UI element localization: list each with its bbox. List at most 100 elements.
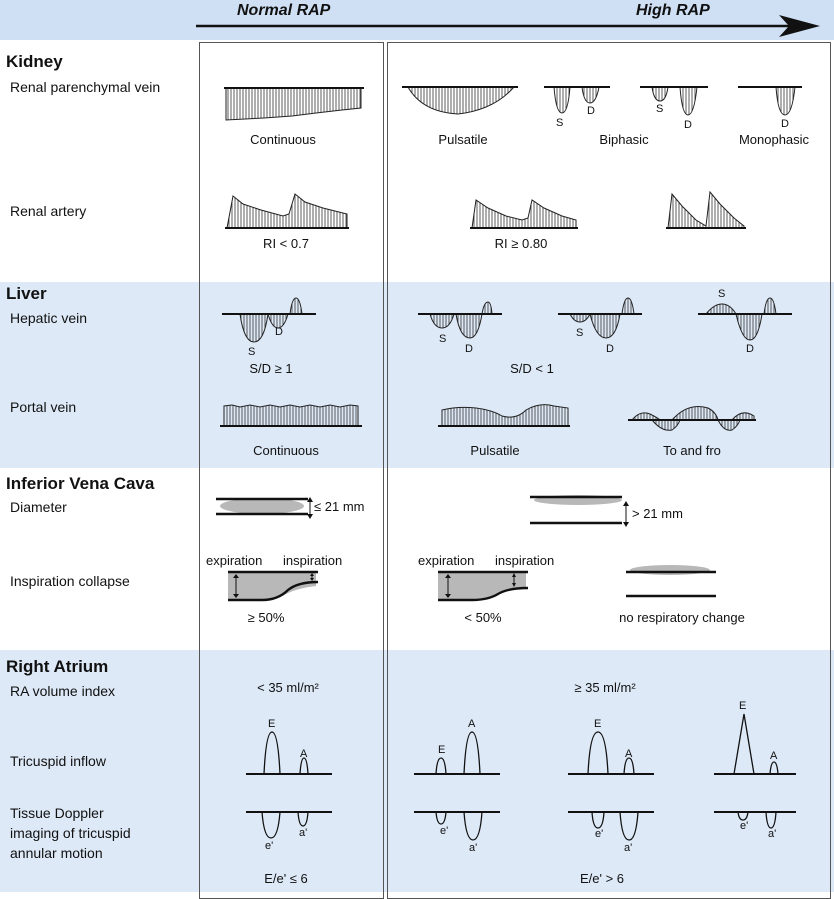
ivc-diameter-normal: ≤ 21 mm: [314, 499, 365, 514]
hepatic-high-3-s-label: S: [718, 288, 726, 300]
renal-vein-pulsatile-label: Pulsatile: [438, 132, 488, 147]
normal-inspiration-label: inspiration: [283, 553, 343, 568]
renal-vein-biphasic-wave-2: [640, 86, 708, 116]
renal-vein-biphasic-label: Biphasic: [599, 132, 649, 147]
normal-rap-label: Normal RAP: [237, 2, 331, 19]
ivc-normal-diameter-arrow: [307, 497, 313, 519]
ra-volume-index-label: RA volume index: [10, 683, 116, 699]
ivc-mid-collapse-icon: [438, 570, 529, 602]
biphasic-2-s-label: S: [656, 103, 664, 115]
hepatic-high-2-d-label: D: [606, 343, 614, 355]
hepatic-normal-d-label: D: [275, 326, 283, 338]
hepatic-vein-high-wave-3: [698, 297, 792, 341]
liver-band: [0, 282, 834, 468]
hepatic-vein-normal-wave: [222, 297, 316, 343]
renal-artery-high-wave-2: [666, 190, 746, 229]
renal-artery-high-wave-1: [470, 199, 578, 229]
portal-vein-label: Portal vein: [10, 399, 77, 415]
hepatic-high-1-s-label: S: [439, 333, 447, 345]
tdi-high-wave-1: [414, 811, 500, 841]
portal-vein-to-and-fro-wave: [628, 406, 756, 431]
renal-artery-label: Renal artery: [10, 203, 87, 219]
tricuspid-inflow-normal-wave: [246, 731, 332, 775]
portal-continuous-label: Continuous: [253, 443, 319, 458]
portal-vein-pulsatile-wave: [438, 404, 570, 427]
ivc-no-change-icon: [626, 565, 716, 598]
mid-inspiration-label: inspiration: [495, 553, 555, 568]
diameter-label: Diameter: [10, 499, 67, 515]
hepatic-vein-high-wave-2: [558, 297, 642, 339]
renal-artery-ri-normal: RI < 0.7: [263, 236, 309, 251]
tdi-high-2-a-prime: a': [624, 842, 633, 854]
tdi-normal-e-prime: e': [265, 840, 274, 852]
tdi-high-2-e-prime: e': [595, 828, 604, 840]
tricuspid-high-1-a-label: A: [468, 718, 476, 730]
inspiration-collapse-label: Inspiration collapse: [10, 573, 130, 589]
tricuspid-inflow-high-wave-3: [714, 713, 796, 775]
collapse-normal: ≥ 50%: [247, 610, 285, 625]
tdi-high-3-a-prime: a': [768, 828, 777, 840]
hepatic-high-2-s-label: S: [576, 327, 584, 339]
renal-vein-monophasic-wave: [738, 86, 802, 116]
tricuspid-high-2-a-label: A: [625, 748, 633, 760]
hepatic-sd-normal: S/D ≥ 1: [249, 361, 293, 376]
renal-vein-monophasic-label: Monophasic: [738, 132, 810, 147]
portal-to-and-fro-label: To and fro: [663, 443, 721, 458]
hepatic-high-1-d-label: D: [465, 343, 473, 355]
renal-parenchymal-vein-label: Renal parenchymal vein: [10, 79, 161, 95]
hepatic-sd-high: S/D < 1: [510, 361, 554, 376]
hepatic-normal-s-label: S: [248, 346, 256, 358]
rap-arrow: [196, 15, 820, 37]
biphasic-1-s-label: S: [556, 117, 564, 129]
portal-pulsatile-label: Pulsatile: [470, 443, 520, 458]
renal-vein-continuous-wave: [224, 87, 364, 121]
ra-title: Right Atrium: [6, 657, 109, 676]
mid-expiration-label: expiration: [418, 553, 475, 568]
tricuspid-high-3-e-label: E: [739, 700, 747, 712]
ee-normal: E/e' ≤ 6: [264, 871, 308, 886]
tricuspid-normal-e-label: E: [268, 718, 276, 730]
tdi-label-line-1: Tissue Doppler: [10, 805, 104, 821]
biphasic-2-d-label: D: [684, 119, 692, 131]
tdi-high-wave-2: [568, 811, 654, 841]
tricuspid-high-1-e-label: E: [438, 744, 446, 756]
tricuspid-inflow-high-wave-2: [568, 731, 654, 775]
ivc-title: Inferior Vena Cava: [6, 474, 155, 493]
tricuspid-high-2-e-label: E: [594, 718, 602, 730]
ivc-high-diameter-arrow: [623, 501, 629, 527]
tdi-high-wave-3: [714, 811, 796, 829]
high-rap-label: High RAP: [636, 2, 710, 19]
ee-high: E/e' > 6: [579, 871, 625, 886]
tdi-label-line-2: imaging of tricuspid: [10, 825, 131, 841]
ivc-normal-collapse-icon: [228, 570, 319, 602]
tricuspid-normal-a-label: A: [300, 748, 308, 760]
tdi-label-line-3: annular motion: [10, 845, 103, 861]
tdi-high-1-e-prime: e': [440, 825, 449, 837]
tdi-normal-a-prime: a': [299, 827, 308, 839]
tdi-high-1-a-prime: a': [469, 842, 478, 854]
biphasic-1-d-label: D: [587, 105, 595, 117]
renal-artery-normal-wave: [225, 193, 349, 229]
normal-expiration-label: expiration: [206, 553, 263, 568]
monophasic-d-label: D: [781, 118, 789, 130]
collapse-mid: < 50%: [464, 610, 502, 625]
tricuspid-inflow-label: Tricuspid inflow: [10, 753, 106, 769]
tdi-high-3-e-prime: e': [740, 820, 749, 832]
renal-vein-continuous-label: Continuous: [250, 132, 316, 147]
right-atrium-band: [0, 650, 834, 892]
header-band: [0, 0, 834, 40]
ra-volume-normal: < 35 ml/m²: [257, 680, 319, 695]
ivc-diameter-high: > 21 mm: [632, 506, 683, 521]
ra-volume-high: ≥ 35 ml/m²: [574, 680, 636, 695]
ivc-high-diameter-icon: [530, 495, 622, 525]
kidney-title: Kidney: [6, 52, 63, 71]
portal-vein-continuous-wave: [220, 404, 362, 427]
liver-title: Liver: [6, 284, 47, 303]
hepatic-vein-label: Hepatic vein: [10, 310, 88, 326]
no-respiratory-change: no respiratory change: [619, 610, 745, 625]
hepatic-vein-high-wave-1: [418, 301, 502, 339]
tdi-normal-wave: [246, 811, 332, 839]
renal-artery-ri-high: RI ≥ 0.80: [494, 236, 548, 251]
ivc-normal-diameter-icon: [216, 497, 308, 516]
tricuspid-high-3-a-label: A: [770, 750, 778, 762]
